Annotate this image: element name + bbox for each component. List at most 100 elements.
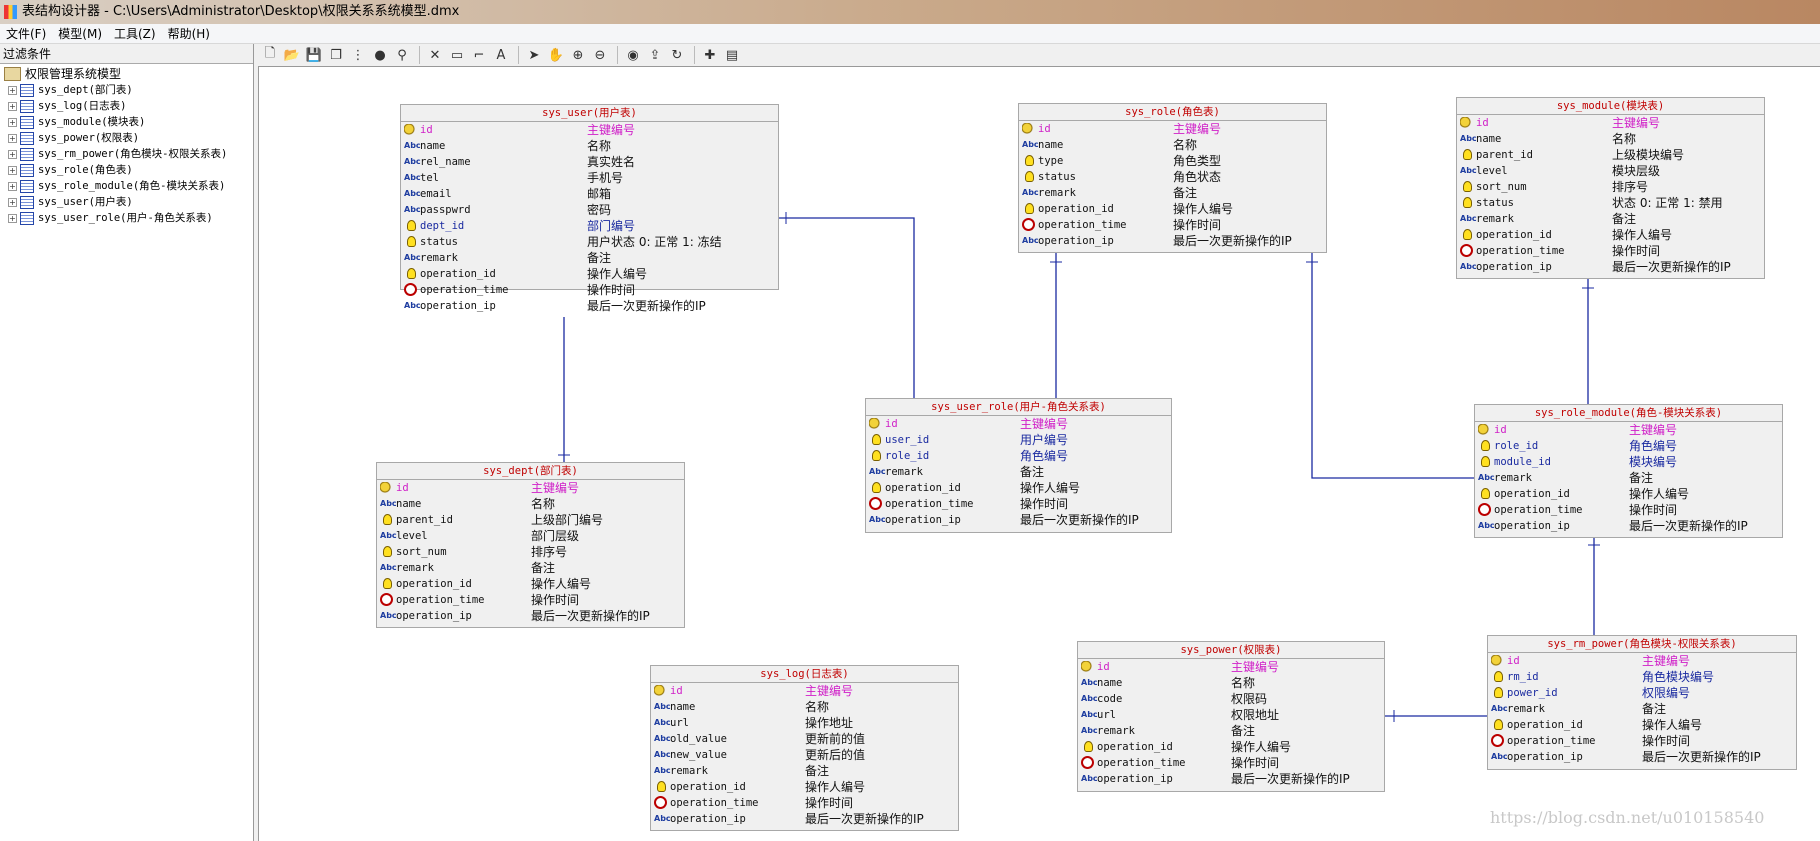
save-icon[interactable]: 💾 <box>305 47 323 63</box>
hand-icon[interactable]: ✋ <box>547 47 565 63</box>
tree-root[interactable]: 权限管理系统模型 <box>4 66 253 82</box>
zoom-out-icon[interactable]: ⊖ <box>594 47 606 63</box>
tree-item[interactable]: +sys_user(用户表) <box>4 194 253 210</box>
expand-icon[interactable]: + <box>8 149 17 159</box>
tree-item[interactable]: +sys_power(权限表) <box>4 130 253 146</box>
expand-icon[interactable]: + <box>8 117 17 127</box>
find-icon[interactable]: ⚲ <box>397 47 407 63</box>
export-icon[interactable]: ⇪ <box>649 47 661 63</box>
expand-icon[interactable]: + <box>8 197 17 207</box>
expand-icon[interactable]: + <box>8 181 17 191</box>
tree-item[interactable]: +sys_role_module(角色-模块关系表) <box>4 178 253 194</box>
tree-item[interactable]: +sys_log(日志表) <box>4 98 253 114</box>
expand-icon[interactable]: + <box>8 133 17 143</box>
filter-label[interactable]: 过滤条件 <box>0 44 253 64</box>
zoom-in-icon[interactable]: ⊕ <box>572 47 584 63</box>
menu-model[interactable]: 模型(M) <box>58 27 102 41</box>
expand-icon[interactable]: + <box>8 213 17 223</box>
new-icon[interactable]: 🗋 <box>264 46 276 61</box>
expand-icon[interactable]: + <box>8 85 17 95</box>
open-icon[interactable]: 📂 <box>283 47 301 63</box>
disabled-icon[interactable]: ▤ <box>725 47 739 63</box>
tree-item[interactable]: +sys_rm_power(角色模块-权限关系表) <box>4 146 253 162</box>
relation-icon[interactable]: ⌐ <box>473 47 485 63</box>
tree-item[interactable]: +sys_module(模块表) <box>4 114 253 130</box>
refresh-icon[interactable]: ↻ <box>671 47 683 63</box>
expand-icon[interactable]: + <box>8 101 17 111</box>
table-icon[interactable]: ▭ <box>450 47 464 63</box>
text-icon[interactable]: A <box>496 47 506 63</box>
tree-item[interactable]: +sys_user_role(用户-角色关系表) <box>4 210 253 226</box>
delete-icon[interactable]: ✕ <box>429 47 441 63</box>
menu-tools[interactable]: 工具(Z) <box>114 27 156 41</box>
add-icon[interactable]: ✚ <box>704 47 716 63</box>
tree-icon[interactable]: ⋮ <box>351 47 365 63</box>
